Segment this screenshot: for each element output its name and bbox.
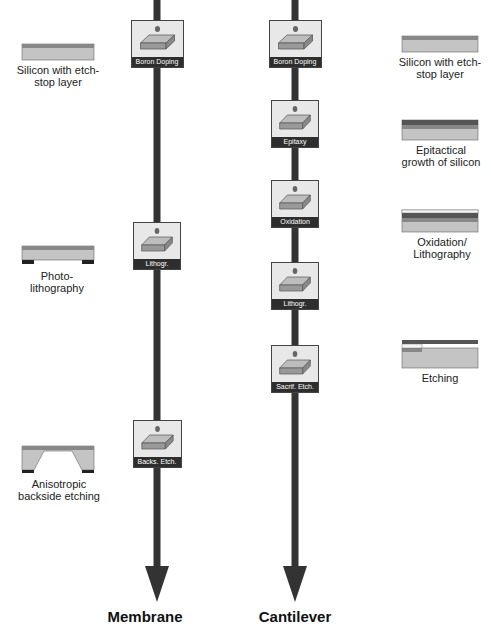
- step-name: Lithogr.: [134, 259, 180, 269]
- flow-arrow: [292, 393, 299, 568]
- process-icon: [272, 346, 318, 382]
- cross-section: [402, 120, 478, 140]
- step-name: Oxidation: [272, 217, 318, 227]
- step-name: Boron Doping: [132, 57, 183, 67]
- step-caption: Etching: [400, 372, 480, 384]
- process-icon-box: Boron Doping: [131, 20, 184, 68]
- cross-section: [22, 44, 94, 60]
- process-icon-box: Lithogr.: [271, 262, 319, 310]
- flow-connector: [292, 148, 299, 180]
- step-name: Sacrif. Etch.: [272, 382, 318, 392]
- flow-connector: [292, 310, 299, 345]
- flow-connector: [154, 270, 161, 420]
- arrow-head: [283, 566, 307, 602]
- flow-arrow: [154, 468, 161, 568]
- step-caption: Epitactical growth of silicon: [398, 144, 484, 168]
- flow-connector: [154, 68, 161, 222]
- process-icon: [134, 421, 181, 457]
- flow-connector: [292, 228, 299, 262]
- step-caption: Oxidation/ Lithography: [396, 236, 488, 260]
- process-icon-box: Epitaxy: [271, 100, 319, 148]
- cross-section: [22, 446, 94, 473]
- process-icon-box: Boron Doping: [269, 20, 322, 68]
- process-icon: [272, 101, 318, 137]
- step-caption: Photo-lithography: [18, 270, 96, 294]
- step-caption: Silicon with etch-stop layer: [10, 64, 106, 88]
- process-icon-box: Sacrif. Etch.: [271, 345, 319, 393]
- step-name: Backs. Etch.: [134, 457, 181, 467]
- result-label: Cantilever: [240, 608, 350, 625]
- step-caption: Silicon with etch-stop layer: [392, 56, 488, 80]
- process-icon: [272, 263, 318, 299]
- result-label: Membrane: [95, 608, 195, 625]
- flow-arrow: [154, 0, 161, 20]
- process-icon: [270, 21, 321, 57]
- step-caption: Anisotropic backside etching: [14, 478, 104, 502]
- process-icon-box: Oxidation: [271, 180, 319, 228]
- process-icon-box: Backs. Etch.: [133, 420, 182, 468]
- cross-section: [22, 246, 94, 264]
- arrow-head: [145, 566, 169, 602]
- step-name: Epitaxy: [272, 137, 318, 147]
- cross-section: [402, 36, 478, 52]
- cross-section: [402, 210, 478, 232]
- flow-connector: [292, 68, 299, 100]
- step-name: Lithogr.: [272, 299, 318, 309]
- process-icon: [272, 181, 318, 217]
- cross-section: [402, 340, 478, 368]
- process-icon: [134, 223, 180, 259]
- flow-arrow: [292, 0, 299, 20]
- process-icon-box: Lithogr.: [133, 222, 181, 270]
- step-name: Boron Doping: [270, 57, 321, 67]
- process-icon: [132, 21, 183, 57]
